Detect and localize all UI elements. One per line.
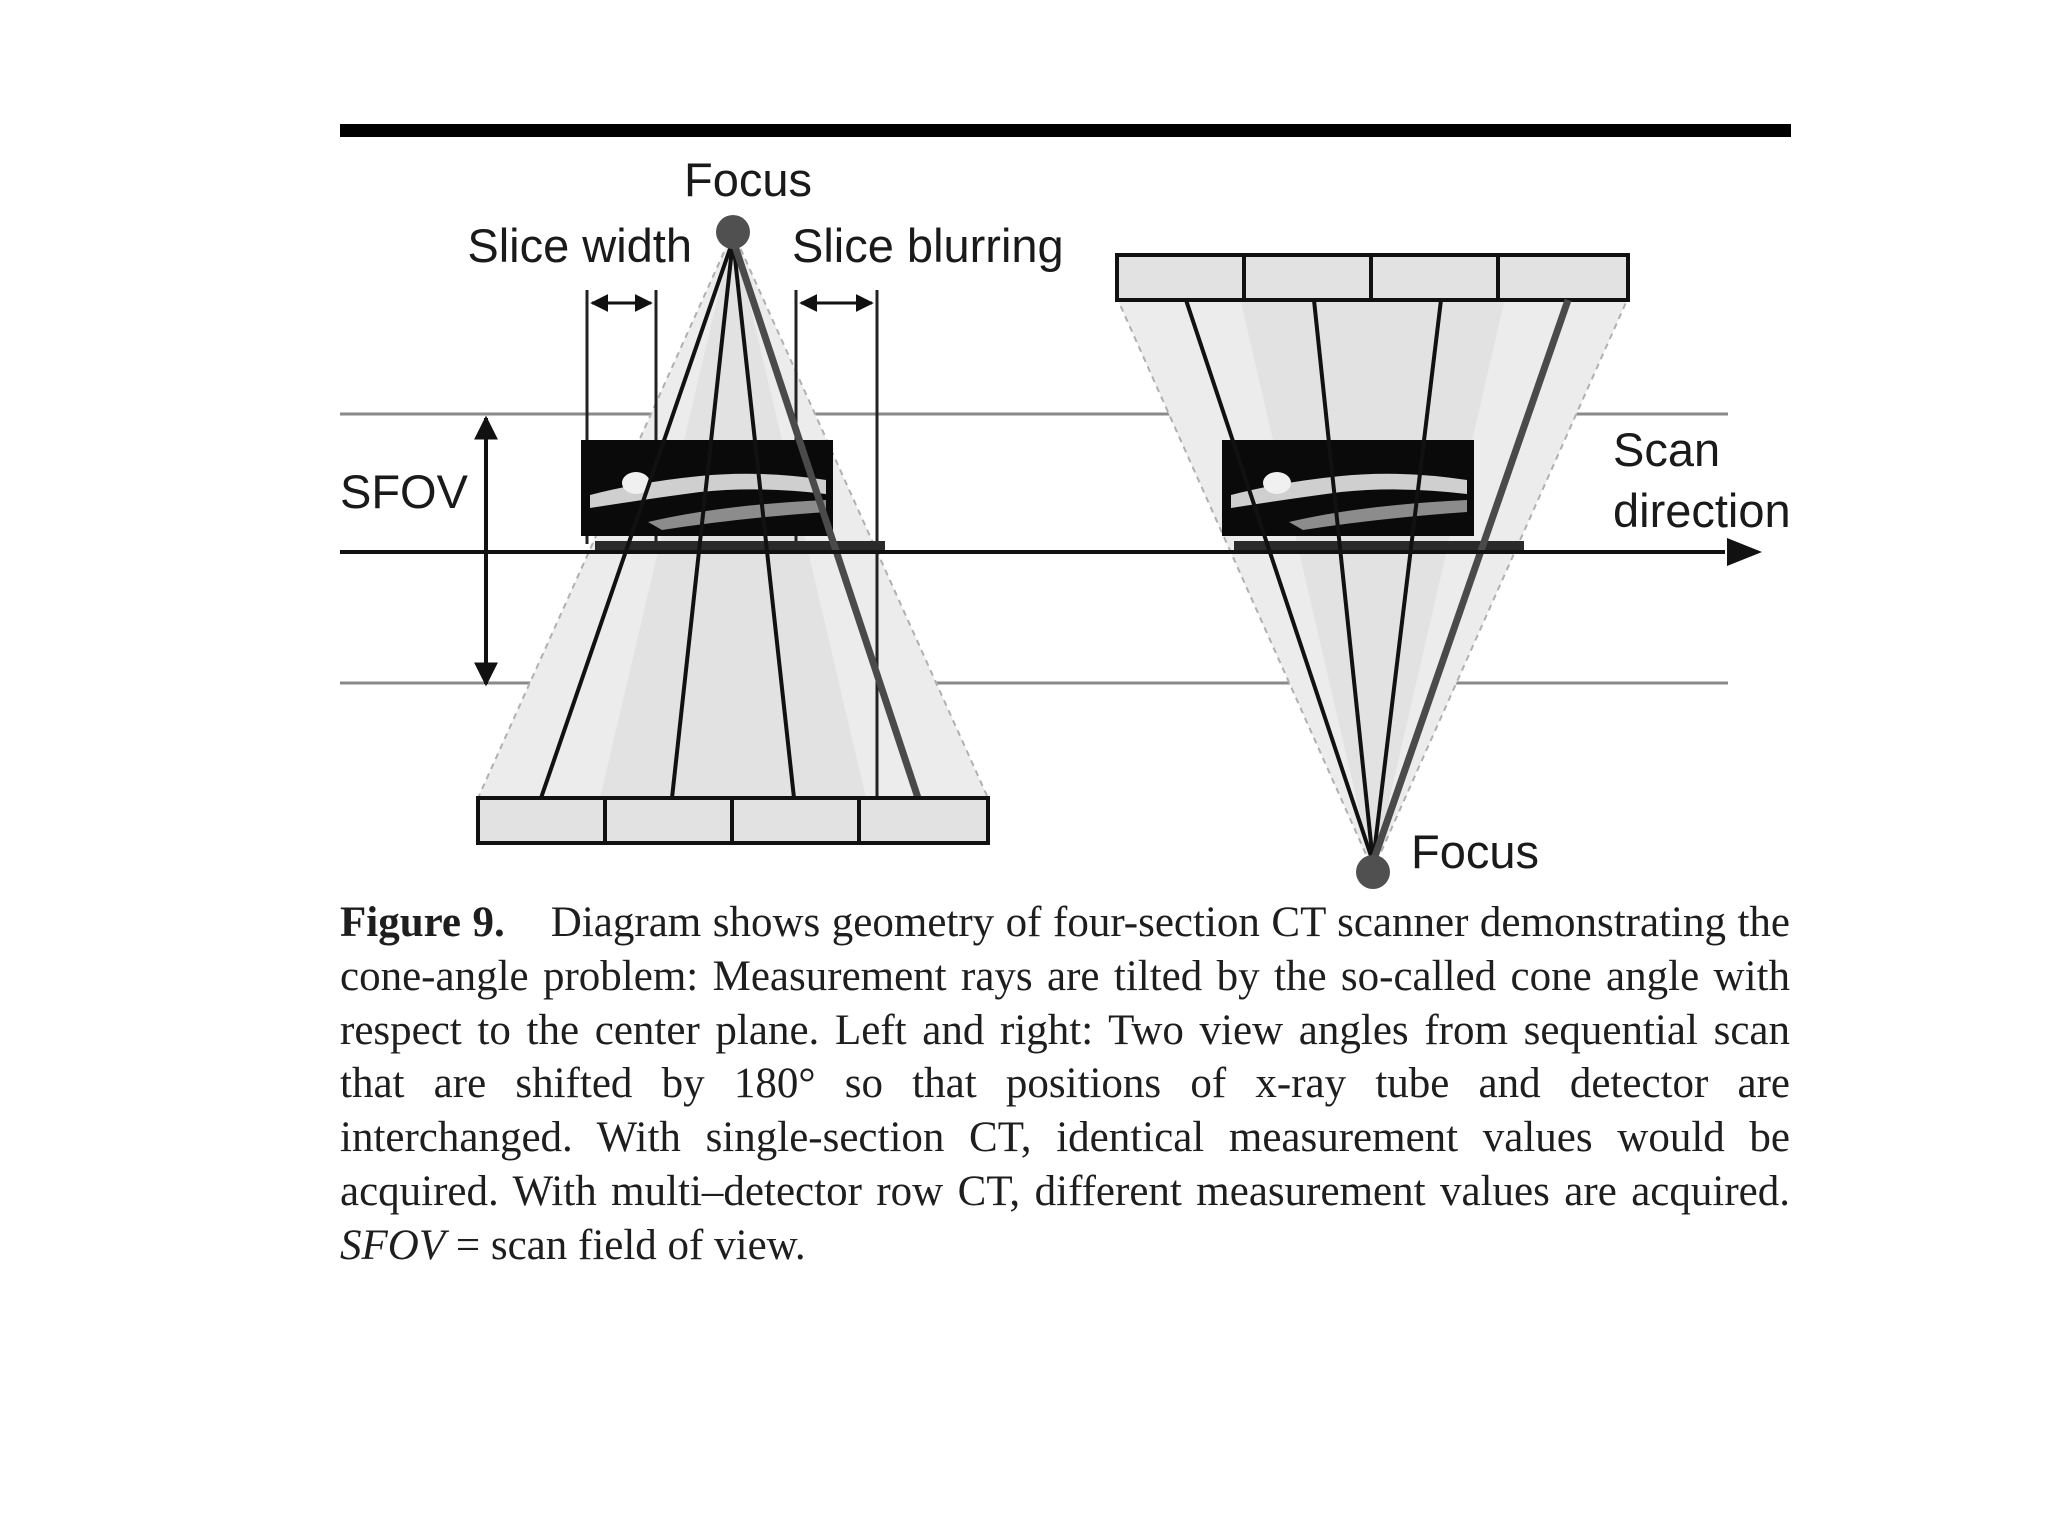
right-rays: [1184, 298, 1572, 864]
right-detector: [1115, 253, 1630, 302]
right-patient-image: [1222, 440, 1474, 536]
scan-direction-label-line2: direction: [1613, 484, 1791, 537]
scan-direction-label-line1: Scan: [1613, 423, 1720, 476]
focus-label-top: Focus: [684, 153, 812, 206]
right-scan-table: [1234, 541, 1524, 550]
focus-label-bottom: Focus: [1411, 825, 1539, 878]
figure-label: Figure 9.: [340, 899, 505, 946]
slice-width-label: Slice width: [467, 219, 692, 272]
caption-definition: = scan field of view.: [445, 1221, 806, 1269]
bottom-focus-point: [1356, 855, 1390, 889]
figure-caption: Figure 9.Diagram shows geometry of four-…: [340, 896, 1790, 1273]
right-view: [1115, 253, 1630, 889]
left-view: [474, 215, 990, 845]
caption-abbreviation: SFOV: [340, 1221, 446, 1269]
left-detector: [476, 796, 990, 845]
top-rule: [340, 124, 1791, 137]
caption-text: Diagram shows geometry of four-section C…: [340, 899, 1790, 1215]
scan-direction-arrowhead: [1727, 538, 1762, 566]
slice-blurring-label: Slice blurring: [792, 219, 1064, 272]
sfov-label: SFOV: [340, 465, 469, 518]
top-focus-point: [716, 215, 750, 249]
left-scan-table: [595, 541, 885, 550]
left-rays: [539, 238, 922, 800]
